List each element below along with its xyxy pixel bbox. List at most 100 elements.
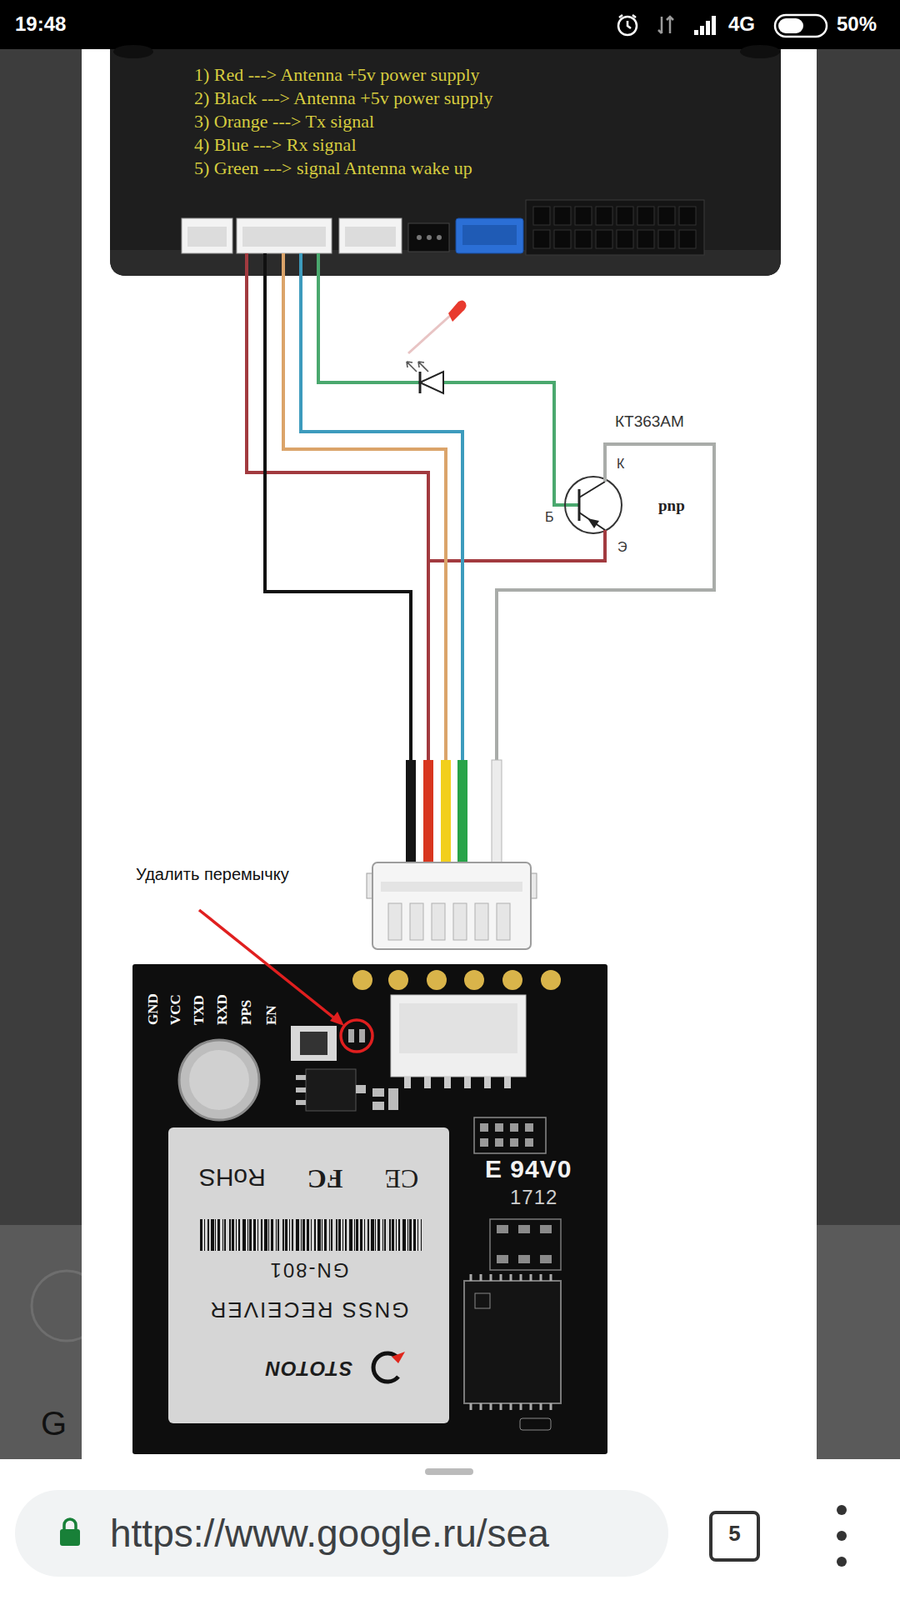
clock-time: 19:48 bbox=[15, 12, 66, 36]
browser-bar bbox=[836, 1505, 847, 1515]
gnss-board bbox=[518, 1225, 530, 1234]
gnss-board bbox=[295, 1100, 306, 1105]
transistor-polarity: pnp bbox=[658, 496, 685, 515]
gnss-board bbox=[399, 1003, 518, 1054]
gnss-board bbox=[424, 1076, 431, 1089]
housing-connectors bbox=[575, 206, 592, 225]
browser-bar bbox=[836, 1556, 847, 1567]
tracker-housing-body bbox=[740, 45, 780, 59]
sticker-print-ground bbox=[391, 1351, 405, 1364]
housing-connectors bbox=[595, 206, 613, 225]
wire-legend-line: 1) Red ---> Antenna +5v power supply bbox=[194, 63, 781, 87]
wire-group bbox=[246, 253, 463, 760]
url-text: https://www.google.ru/sea bbox=[110, 1511, 550, 1556]
sticker-print: STOTONGNSS RECEIVERGN-801CEFCRoHS bbox=[168, 1127, 450, 1424]
status-bar bbox=[778, 18, 804, 34]
collector-wire bbox=[496, 444, 715, 760]
browser-bar bbox=[0, 1459, 900, 1600]
gnss-board bbox=[352, 970, 373, 990]
gnss-board bbox=[540, 1255, 552, 1264]
gnss-board bbox=[295, 1087, 306, 1093]
gnss-board bbox=[475, 1293, 490, 1309]
cable-leads bbox=[440, 760, 451, 865]
gnss-board bbox=[525, 1123, 534, 1132]
transistor-symbol bbox=[565, 476, 622, 534]
emitter-wire bbox=[428, 530, 605, 561]
wire bbox=[246, 253, 429, 760]
module-sticker: STOTONGNSS RECEIVERGN-801CEFCRoHS bbox=[168, 1127, 450, 1424]
housing-connectors bbox=[187, 226, 227, 247]
housing-connectors bbox=[408, 223, 450, 252]
transistor-type: КТ363АМ bbox=[615, 412, 685, 431]
gnss-board bbox=[372, 1088, 385, 1097]
page-ground bbox=[816, 1225, 900, 1460]
gnss-module: STOTONGNSS RECEIVERGN-801CEFCRoHSE 94V01… bbox=[132, 760, 608, 1455]
gnss-board bbox=[132, 964, 608, 1455]
gnss-board bbox=[510, 1123, 519, 1132]
emitter-wire bbox=[428, 530, 605, 561]
sticker-print-ground bbox=[200, 1219, 422, 1251]
gnss-board bbox=[444, 1076, 451, 1089]
status-bar bbox=[619, 15, 636, 29]
cable-plug bbox=[410, 903, 424, 940]
led-symbol bbox=[420, 371, 444, 394]
gnss-board bbox=[426, 970, 447, 990]
cable-plug bbox=[431, 903, 445, 940]
browser-bar bbox=[710, 1512, 759, 1560]
status-bar bbox=[658, 16, 674, 34]
gnss-board bbox=[464, 970, 485, 990]
gnss-board bbox=[305, 1069, 356, 1111]
gnss-board bbox=[295, 1075, 399, 1110]
status-bar bbox=[0, 0, 900, 50]
wire-legend-line: 5) Green ---> signal Antenna wake up bbox=[194, 156, 781, 180]
led-symbol bbox=[408, 315, 451, 354]
gnss-board bbox=[495, 1123, 504, 1132]
led-symbol bbox=[406, 300, 467, 394]
housing-connectors bbox=[462, 225, 517, 245]
housing-connectors bbox=[637, 230, 655, 249]
tracker-housing-body bbox=[110, 45, 781, 276]
date-code: 1712 bbox=[510, 1185, 558, 1210]
browser-bar bbox=[836, 1530, 847, 1541]
housing-connectors bbox=[345, 226, 396, 247]
partial-text: G bbox=[40, 1404, 67, 1443]
housing-connectors bbox=[236, 218, 332, 254]
ce-mark: CE bbox=[384, 1163, 419, 1193]
callout-note: Удалить перемычку bbox=[135, 865, 290, 885]
gnss-board bbox=[518, 1255, 530, 1264]
gnss-board bbox=[480, 1138, 489, 1147]
cable-plug bbox=[388, 903, 510, 940]
pin-name: PPS bbox=[238, 1000, 255, 1025]
browser-bar bbox=[64, 1519, 76, 1530]
gnss-board bbox=[474, 1117, 546, 1154]
browser-bar bbox=[0, 1459, 900, 1600]
page-ground bbox=[0, 1225, 82, 1460]
housing-connectors bbox=[637, 206, 655, 225]
led-symbol bbox=[448, 300, 467, 322]
mark-row: CEFCRoHS bbox=[168, 1163, 450, 1194]
gnss-board bbox=[510, 1138, 519, 1147]
gnss-board bbox=[484, 1076, 491, 1089]
tracker-housing: 1) Red ---> Antenna +5v power supply2) B… bbox=[110, 49, 781, 254]
gnss-board bbox=[480, 1123, 534, 1147]
status-bar bbox=[711, 15, 716, 35]
gnss-board bbox=[464, 1280, 561, 1404]
gnss-board bbox=[404, 1076, 511, 1089]
status-bar bbox=[0, 0, 900, 50]
gnss-board bbox=[504, 1076, 511, 1089]
gnss-board bbox=[179, 1040, 260, 1120]
transistor-symbol bbox=[587, 518, 600, 529]
rohs-mark: RoHS bbox=[199, 1165, 266, 1193]
gnss-board bbox=[290, 1025, 337, 1061]
gnss-board bbox=[470, 1274, 551, 1410]
pin-name: VCC bbox=[167, 994, 185, 1025]
wire bbox=[300, 253, 463, 760]
cable-plug bbox=[453, 903, 467, 940]
housing-connectors bbox=[426, 235, 432, 240]
cable-plug bbox=[475, 903, 489, 940]
